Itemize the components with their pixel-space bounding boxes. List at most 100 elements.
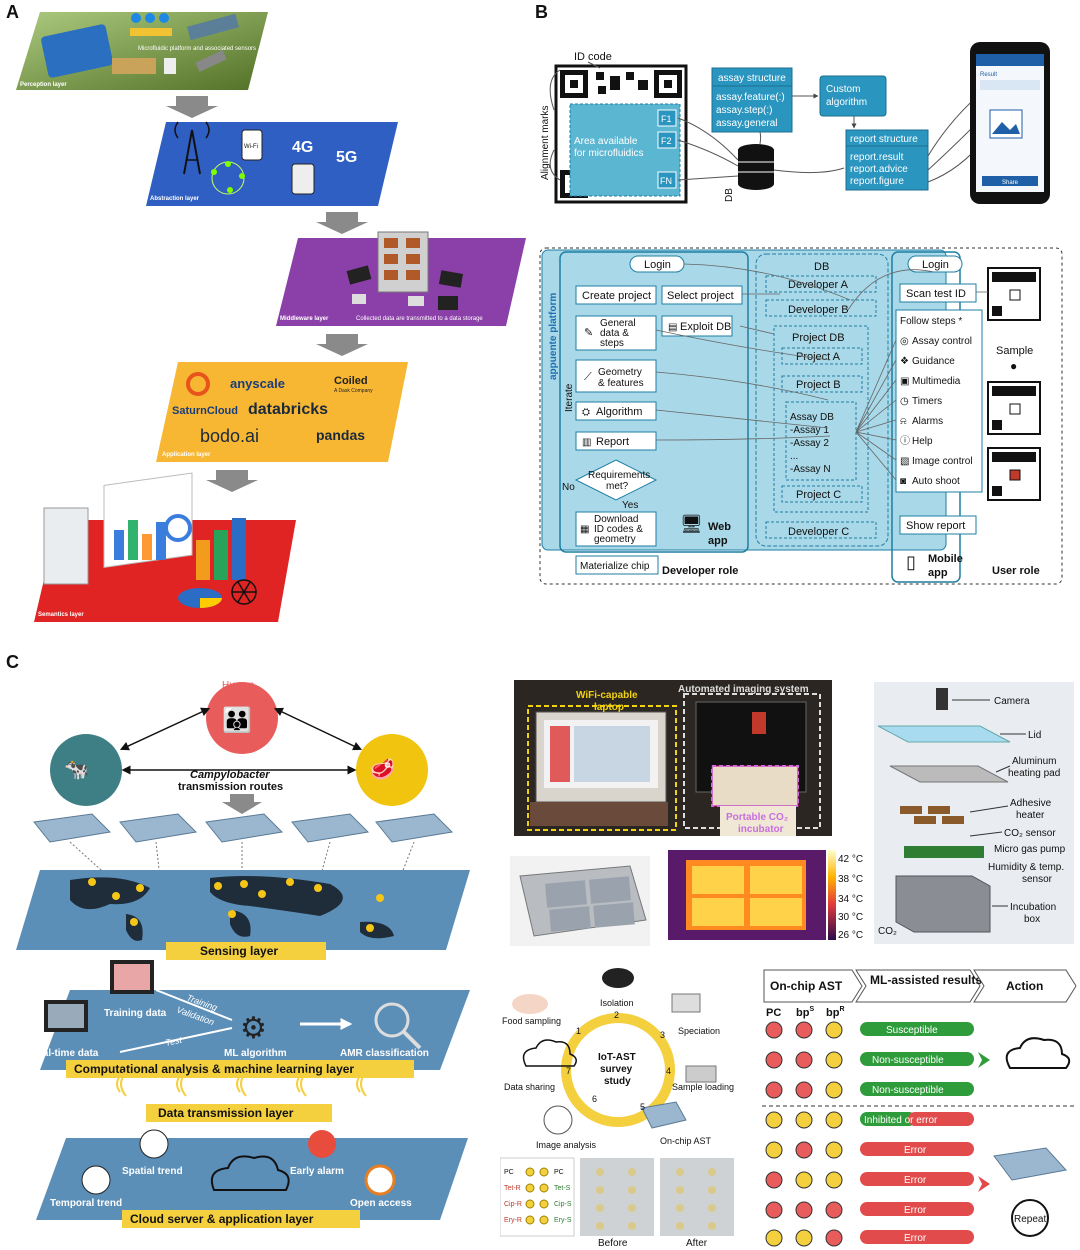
down-arrow-icon [316, 212, 368, 234]
incubator-label-2: incubator [738, 824, 784, 835]
early-alarm-label: Early alarm [290, 1166, 344, 1177]
repeat-label: Repeat [1014, 1214, 1046, 1225]
assay-line-2: assay.step(:) [716, 105, 773, 116]
location-pins [88, 878, 384, 932]
logo-coiled-sub: A Dask Company [334, 388, 373, 394]
dev-a: Developer A [788, 279, 849, 291]
report-line-1: report.result [850, 152, 904, 163]
result-6: Error [904, 1205, 927, 1216]
result-1: Non-susceptible [872, 1055, 944, 1066]
location-pin-icon [139, 1129, 169, 1159]
project-db: Project DB [792, 332, 845, 344]
chip-row [33, 813, 454, 843]
droplet-icon: ● [1010, 359, 1017, 373]
phone-qr-icon [291, 163, 315, 195]
table-row: Inhibited or error [765, 1111, 974, 1129]
cycle-sample-loading: Sample loading [672, 1082, 734, 1092]
download-line-1: Download [594, 514, 638, 525]
result-5: Error [904, 1175, 927, 1186]
panel-c-left: Human 👪 Animal 🐄 Food 🥩 Campylobacter tr… [16, 680, 470, 1228]
cycle-num-7: 7 [566, 1066, 571, 1076]
panel-b-diagram: Area available for microfluidics F1 F2 F… [539, 42, 1063, 585]
geometry-line-1: Geometry [598, 367, 642, 378]
logo-pandas: pandas [316, 427, 365, 443]
download-line-2: ID codes & [594, 524, 643, 535]
qr-small-icon: ▦ [580, 524, 589, 535]
red-arrow-icon [978, 1176, 990, 1192]
strip-legend [500, 1157, 575, 1237]
panel-letter-b: B [535, 2, 548, 22]
logo-coiled: Coiled [334, 375, 368, 387]
geometry-icon: ⟋ [584, 371, 592, 383]
report: Report [596, 436, 629, 448]
web-app-frame [559, 251, 749, 553]
logo-bodoai: bodo.ai [200, 426, 259, 446]
result-2: Non-susceptible [872, 1085, 944, 1096]
cycle-center-2: survey [600, 1064, 633, 1075]
strip-pc-left: PC [504, 1169, 514, 1176]
farm-animals-icon: 🐄 [64, 759, 89, 781]
chip-icon [641, 1101, 687, 1129]
cycle-on-chip-ast: On-chip AST [660, 1136, 712, 1146]
sensing-layer-label: Sensing layer [200, 944, 278, 958]
iterate-label: Iterate [564, 383, 575, 412]
aluminum-label-1: Aluminum [1012, 756, 1056, 767]
mobile-phone-icon: ▯ [906, 552, 916, 572]
no-label: No [562, 482, 575, 493]
perception-layer: Microfluidic platform and associated sen… [16, 12, 268, 90]
mobile-steps-list: ◎ Assay control ❖ Guidance ▣ Multimedia … [900, 336, 973, 487]
before-photo [580, 1158, 654, 1236]
step-assay-control: Assay control [912, 336, 972, 347]
cloud-layer-label: Cloud server & application layer [130, 1212, 314, 1226]
header-on-chip-ast-label: On-chip AST [770, 979, 843, 993]
lid-label: Lid [1028, 730, 1041, 741]
header-action [973, 969, 1077, 1003]
cycle-num-2: 2 [614, 1010, 619, 1020]
id-chip: Area available for microfluidics F1 F2 F… [554, 64, 688, 204]
spatial-trend-label: Spatial trend [122, 1166, 183, 1177]
down-arrow-icon [206, 470, 258, 492]
computational-layer-base [40, 990, 470, 1070]
cloud-server-icon [210, 1155, 290, 1191]
custom-label-1: Custom [826, 84, 860, 95]
general-line-2: data & [600, 328, 629, 339]
db-title: DB [814, 261, 829, 273]
imaging-system-label: Automated imaging system [678, 684, 809, 695]
panel-c-right: WiFi-capable laptop Automated imaging sy… [500, 680, 1077, 1249]
report-structure-title: report structure [850, 134, 918, 145]
step-timers: Timers [912, 396, 942, 407]
signal-waves-icon [116, 1071, 367, 1097]
exploit-db: Exploit DB [680, 321, 731, 333]
step-icon: ▣ [900, 376, 909, 387]
connectors [655, 263, 988, 481]
alignment-marks-label: Alignment marks [540, 106, 551, 180]
network-graph-icon [231, 579, 257, 605]
gas-pump-label: Micro gas pump [994, 844, 1066, 855]
middleware-layer-label: Middleware layer [280, 316, 329, 322]
area-label-2: for microfluidics [574, 148, 643, 159]
create-project: Create project [582, 290, 651, 302]
strip-tet-r: Tet-R [504, 1185, 521, 1192]
database-icon [738, 144, 774, 190]
webapp-label-1: Web [708, 521, 731, 533]
assay-line-3: assay.general [716, 118, 778, 129]
wifi-laptop-label-2: laptop [594, 702, 624, 713]
adhesive-heater-icon [900, 806, 964, 824]
cycle-isolation: Isolation [600, 998, 634, 1008]
logo-databricks: databricks [248, 401, 328, 418]
smartphone-mockup: Result Share [970, 42, 1050, 204]
follow-steps: Follow steps * [900, 316, 962, 327]
mobile-label-1: Mobile [928, 553, 963, 565]
transmission-banner [146, 1104, 332, 1122]
mobile-label-2: app [928, 567, 948, 579]
assay-db-4: -Assay N [790, 464, 831, 475]
webapp-label-2: app [708, 535, 728, 547]
db-label: DB [724, 188, 735, 202]
animal-label: Animal [66, 792, 100, 803]
report-line-3: report.figure [850, 176, 904, 187]
table-row: Non-susceptible [765, 1051, 974, 1069]
thermal-30: 30 °C [838, 912, 863, 923]
col-pc: PC [766, 1007, 781, 1019]
calendar-icon [81, 1165, 111, 1195]
human-label: Human [222, 680, 254, 691]
